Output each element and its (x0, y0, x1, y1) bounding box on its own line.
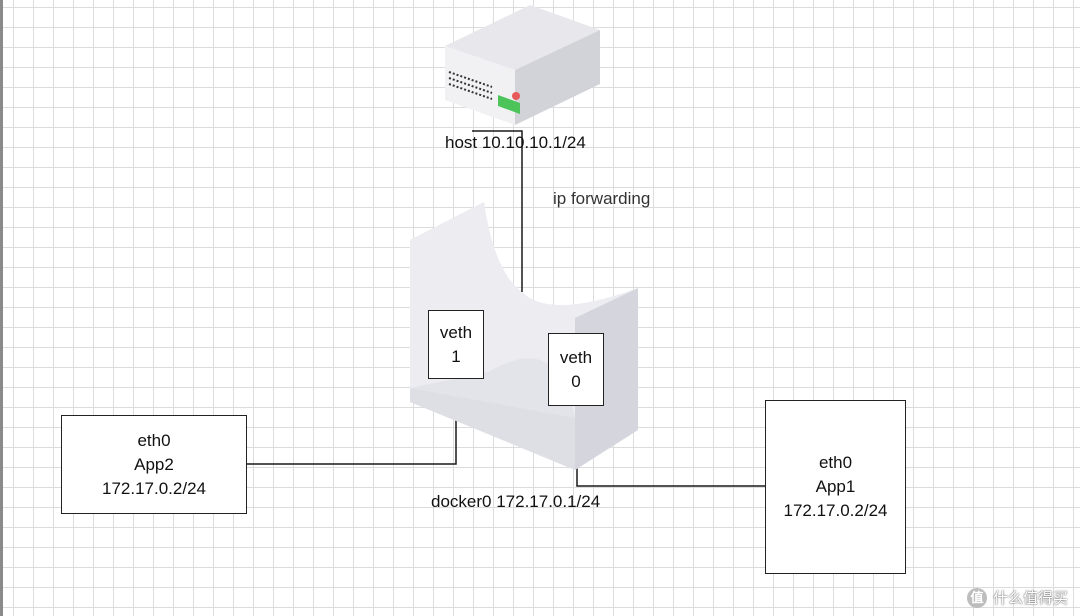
veth1-box: veth 1 (428, 310, 484, 379)
app1-iface: eth0 (818, 453, 853, 472)
server-top (445, 5, 600, 70)
app2-iface: eth0 (137, 430, 171, 450)
veth0-index: 0 (571, 371, 581, 391)
frame-edge (0, 0, 3, 616)
server-display (498, 95, 520, 114)
bridge-front-edge (410, 388, 575, 470)
server-vents (448, 71, 493, 100)
app1-ip: 172.17.0.2/24 (783, 501, 888, 520)
watermark-text: 什么值得买 (992, 590, 1068, 607)
veth1-name: veth (439, 322, 473, 342)
app2-ip: 172.17.0.2/24 (102, 478, 206, 498)
app1-box: eth0 App1 172.17.0.2/24 (765, 400, 906, 574)
veth0-box: veth 0 (548, 333, 604, 406)
app1-name: App1 (815, 477, 856, 496)
server-side (515, 30, 600, 125)
veth0-name: veth (559, 347, 593, 367)
watermark: 值 什么值得买 (966, 587, 1068, 608)
ip-forwarding-label: ip forwarding (553, 189, 651, 208)
app2-name: App2 (134, 454, 174, 474)
app2-box: eth0 App2 172.17.0.2/24 (61, 415, 247, 514)
docker0-label: docker0 172.17.0.1/24 (431, 492, 601, 511)
host-server-icon (445, 5, 600, 125)
server-front (445, 46, 515, 125)
server-power-led (512, 92, 520, 100)
watermark-logo-icon: 值 (966, 587, 987, 608)
veth1-index: 1 (451, 346, 461, 366)
host-label: host 10.10.10.1/24 (445, 133, 586, 152)
link-host-bridge (472, 130, 523, 292)
